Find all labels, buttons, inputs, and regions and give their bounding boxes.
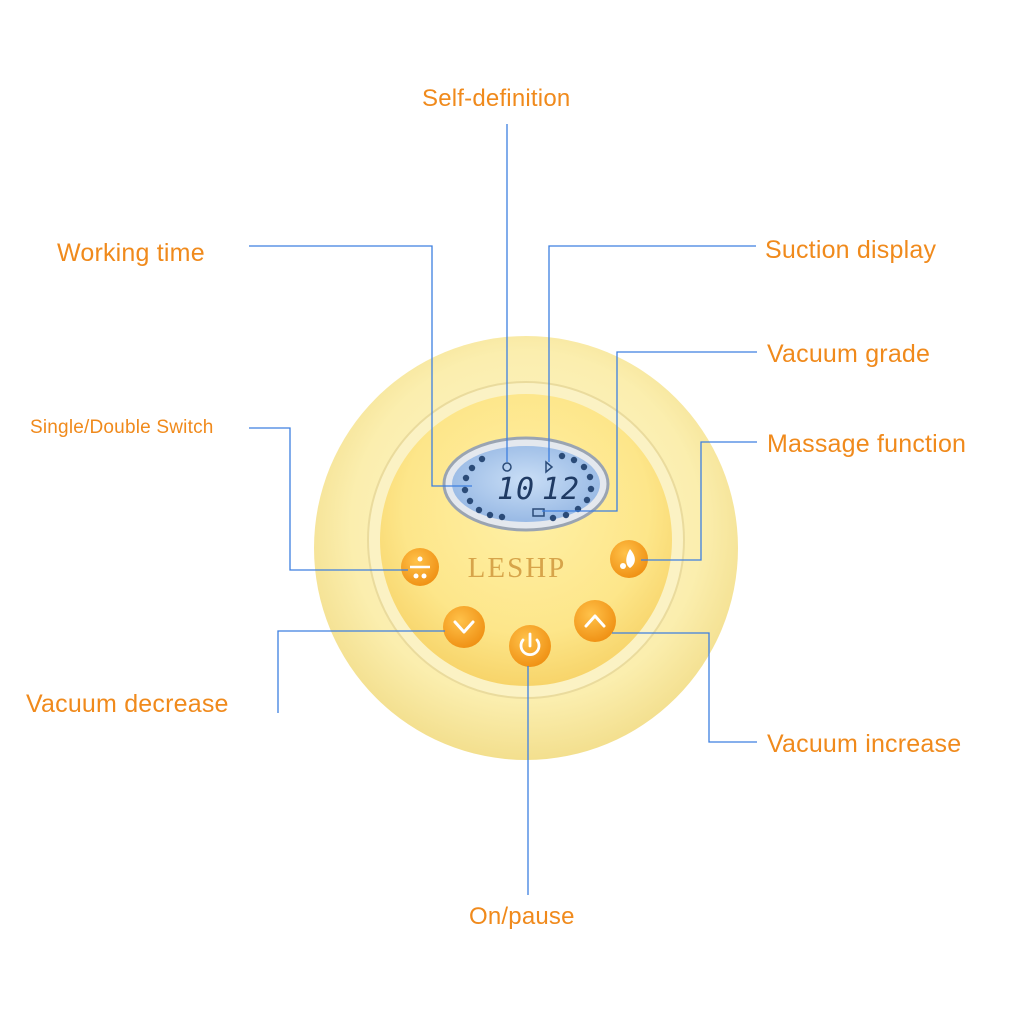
label-vacuum-grade: Vacuum grade (767, 340, 931, 368)
lcd-dot-ring-left (461, 455, 506, 521)
label-suction-display: Suction display (765, 236, 937, 264)
leader-working-time (249, 245, 472, 487)
leader-vacuum-decrease (277, 630, 445, 713)
lcd-working-time-value: 10 (497, 472, 536, 507)
brand-logo: LESHP (467, 552, 567, 584)
vacuum-increase-button (574, 600, 616, 642)
label-single-double-switch: Single/Double Switch (30, 417, 214, 438)
label-massage-function: Massage function (767, 430, 967, 458)
lcd-suction-indicator-icon (545, 460, 554, 474)
single-double-switch-button (401, 548, 439, 586)
lcd-battery-icon (532, 508, 545, 517)
leader-single-double-switch (249, 427, 408, 571)
lcd-dot-ring-right (549, 452, 595, 522)
leader-lines (249, 124, 757, 895)
label-self-definition: Self-definition (422, 85, 571, 112)
leader-suction-display (548, 245, 756, 462)
on-pause-button (509, 625, 551, 667)
vacuum-decrease-button (443, 606, 485, 648)
label-working-time: Working time (57, 239, 205, 267)
leader-vacuum-grade (542, 351, 757, 512)
label-on-pause: On/pause (469, 903, 575, 930)
label-vacuum-decrease: Vacuum decrease (26, 690, 229, 718)
lcd-suction-value: 12 (542, 472, 581, 507)
leader-massage-function (641, 441, 757, 561)
massage-button (610, 540, 648, 578)
lcd-clock-icon (502, 462, 512, 472)
label-vacuum-increase: Vacuum increase (767, 730, 962, 758)
lcd-screen (452, 446, 600, 522)
leader-vacuum-increase (612, 632, 757, 743)
